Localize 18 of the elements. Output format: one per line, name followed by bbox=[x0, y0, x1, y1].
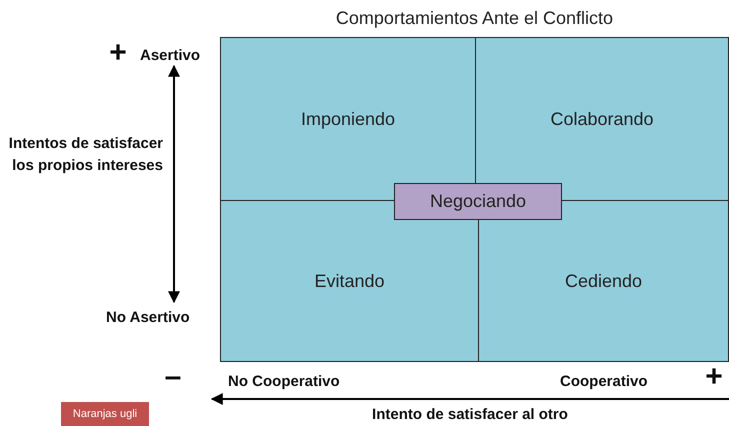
node-label: Naranjas ugli bbox=[72, 408, 138, 420]
tag-box bbox=[61, 402, 149, 426]
axis-label: Cooperativo bbox=[560, 372, 649, 392]
plus-sign: + bbox=[704, 362, 724, 392]
plus-sign: + bbox=[108, 38, 128, 68]
node-label: Negociando bbox=[430, 191, 526, 212]
axis-label: No Asertivo bbox=[106, 308, 191, 328]
node-label: Cediendo bbox=[564, 270, 642, 292]
node-label: Evitando bbox=[314, 270, 385, 292]
diagram-title: Comportamientos Ante el Conflicto bbox=[334, 8, 614, 29]
axis-title: Intentos de satisfacer los propios intereses bbox=[8, 134, 163, 176]
axis-label: No Cooperativo bbox=[228, 372, 341, 392]
node-label: Colaborando bbox=[550, 108, 654, 130]
node-label: Imponiendo bbox=[300, 108, 396, 130]
axis-label: Asertivo bbox=[140, 46, 202, 66]
axis-title: Intento de satisfacer al otro bbox=[371, 405, 569, 425]
minus-sign: – bbox=[164, 362, 182, 392]
center-box bbox=[394, 183, 562, 220]
